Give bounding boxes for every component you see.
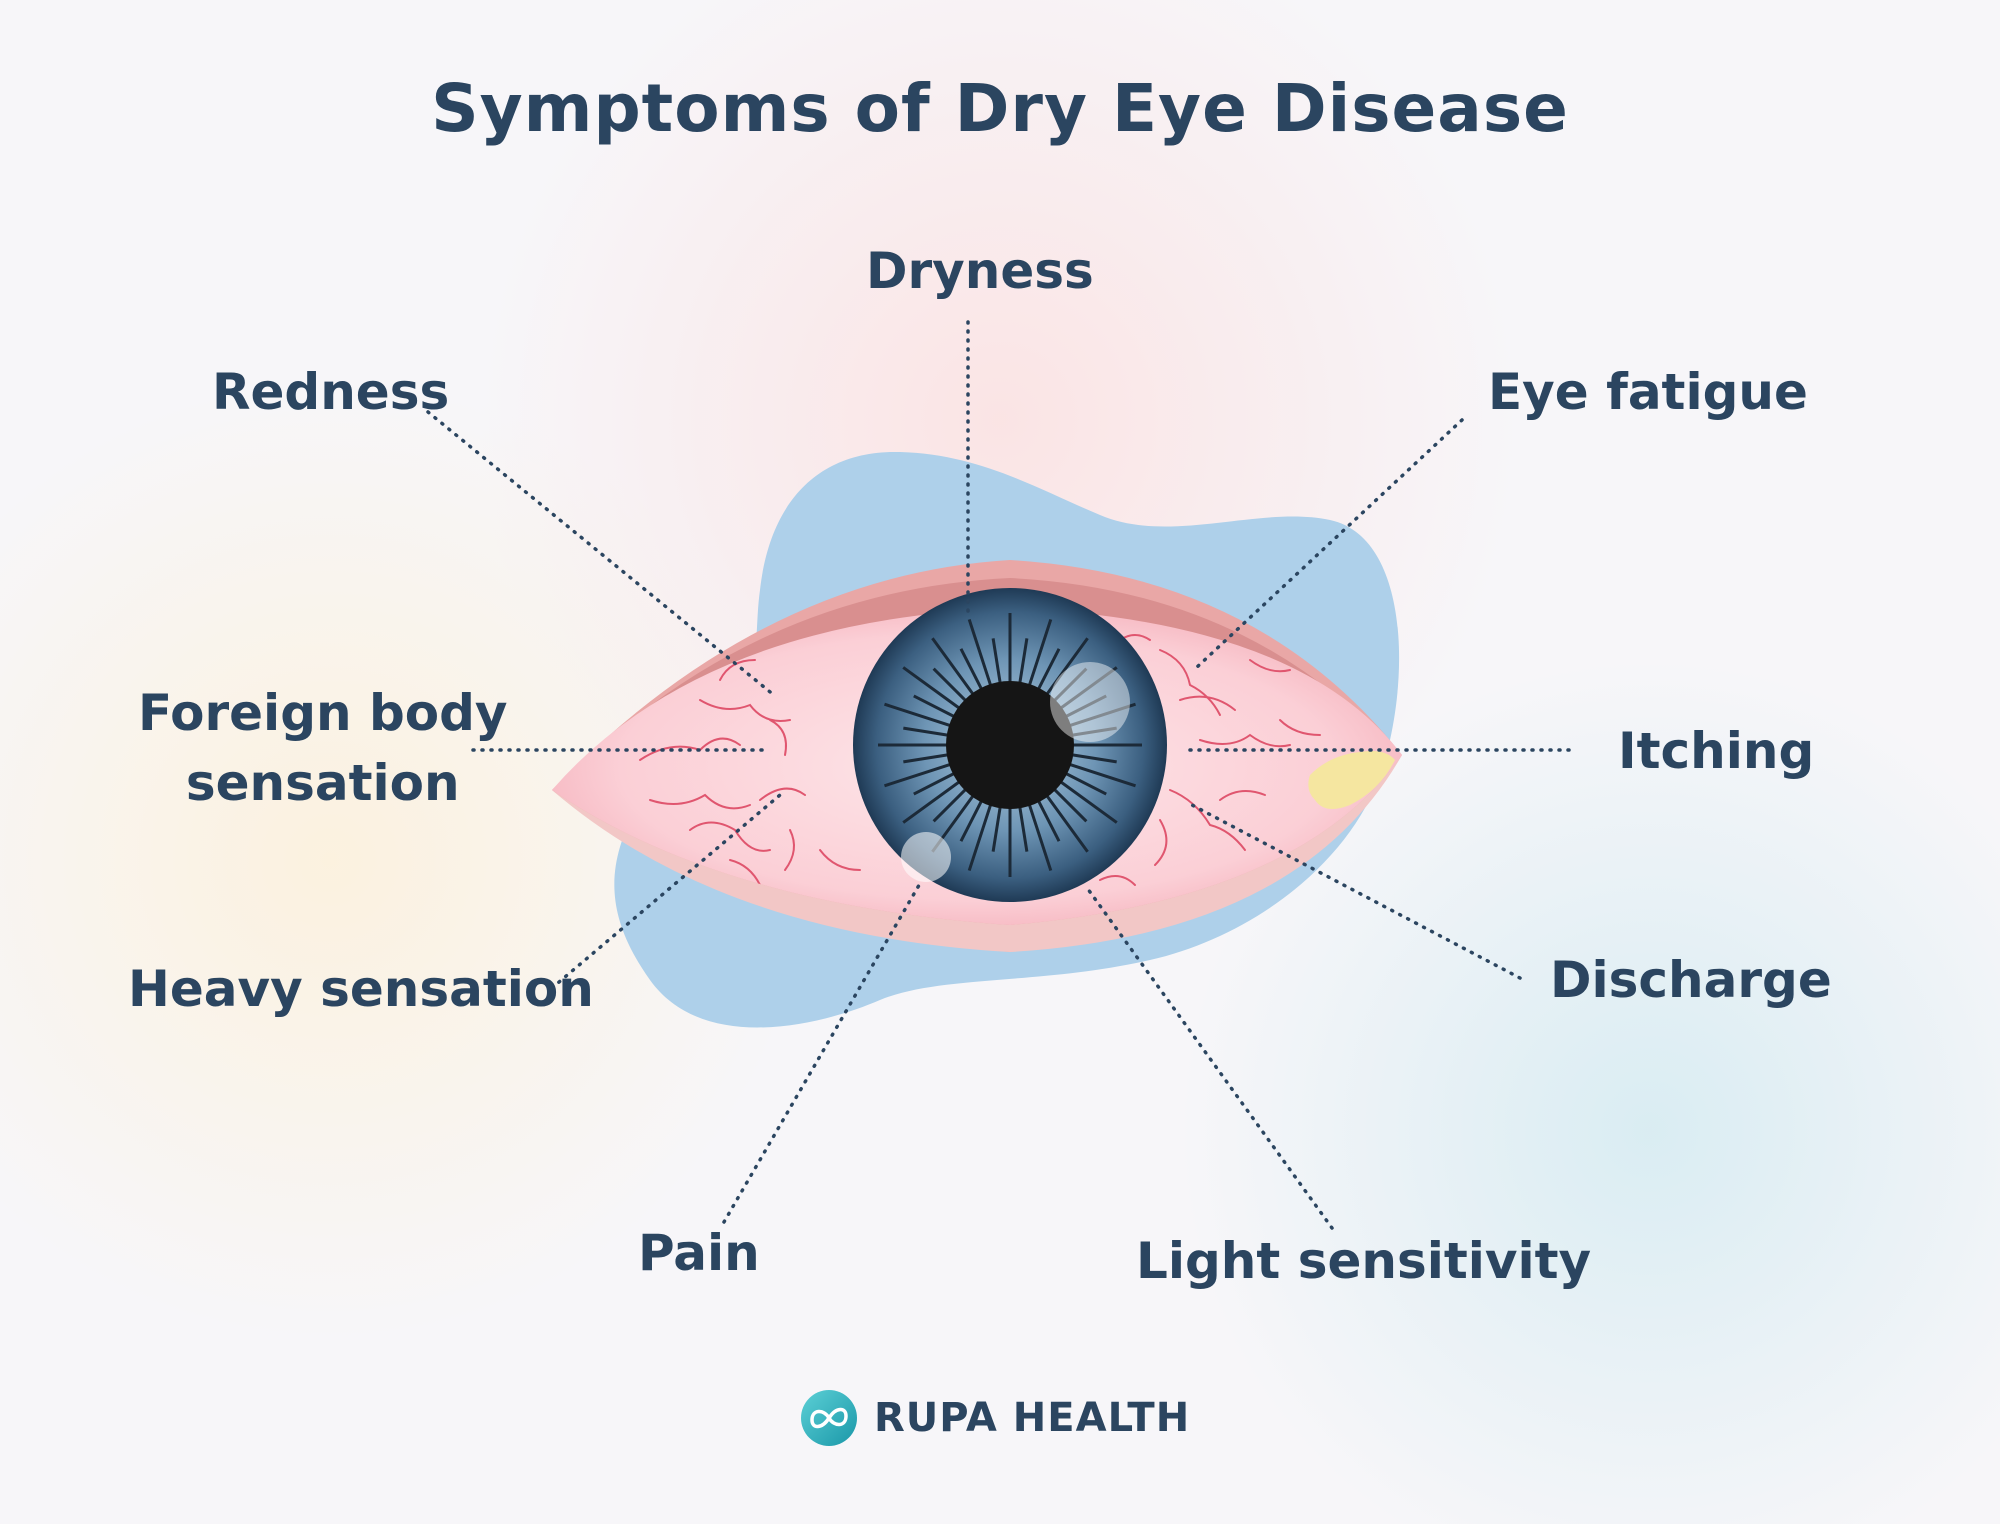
label-foreign-body-line2: sensation — [185, 754, 460, 812]
leader-line-eye-fatigue — [1194, 418, 1464, 670]
iris-spike — [1044, 792, 1089, 853]
iris-spike — [959, 797, 985, 842]
brand-name: RUPA HEALTH — [874, 1395, 1191, 1441]
label-redness: Redness — [212, 363, 450, 421]
blood-vessels — [639, 634, 1321, 886]
iris-spike — [1017, 804, 1029, 852]
lower-eyelid-rim — [552, 755, 1402, 952]
leader-line-redness — [426, 410, 777, 698]
leader-line-pain — [722, 878, 924, 1224]
leader-lines — [426, 320, 1572, 1230]
iris-spike — [1066, 702, 1137, 728]
iris-spike — [913, 694, 958, 720]
iris-spike — [902, 779, 963, 824]
iris-spike — [902, 666, 963, 711]
label-dryness: Dryness — [866, 242, 1094, 300]
iris-spike — [1044, 637, 1089, 698]
iris-spike — [932, 667, 969, 704]
iris-spike — [967, 618, 993, 689]
upper-eyelid-fold — [575, 578, 1395, 770]
leader-line-discharge — [1190, 803, 1522, 980]
iris-spike — [932, 786, 969, 823]
infinity-logo-icon — [801, 1390, 857, 1446]
iris-spike — [967, 801, 993, 872]
iris-spike — [991, 804, 1003, 852]
iris-spike — [883, 702, 954, 728]
iris-spike — [1027, 618, 1053, 689]
iris-spike — [1051, 667, 1088, 704]
label-itching: Itching — [1618, 722, 1815, 780]
iris-spike — [1051, 786, 1088, 823]
iris-spike — [1069, 752, 1117, 764]
iris-spike — [1057, 779, 1118, 824]
iris-spike — [903, 726, 951, 738]
iris-spikes — [878, 613, 1142, 877]
label-discharge: Discharge — [1550, 951, 1832, 1009]
iris-spike — [903, 752, 951, 764]
iris-spike — [991, 638, 1003, 686]
iris-spike — [1069, 726, 1117, 738]
label-light-sensitivity: Light sensitivity — [1136, 1232, 1592, 1290]
discharge-shape — [1308, 751, 1395, 809]
highlight-small — [901, 832, 951, 882]
page-title: Symptoms of Dry Eye Disease — [431, 70, 1569, 147]
iris-spike — [931, 637, 976, 698]
leader-line-light-sensitivity — [1083, 883, 1334, 1230]
label-foreign-body-sensation: Foreign body sensation — [138, 678, 508, 818]
iris-spike — [1027, 801, 1053, 872]
label-eye-fatigue: Eye fatigue — [1488, 363, 1808, 421]
label-foreign-body-line1: Foreign body — [138, 684, 508, 742]
iris-spike — [1062, 694, 1107, 720]
iris-spike — [913, 770, 958, 796]
iris-spike — [1017, 638, 1029, 686]
pupil-shape — [946, 681, 1074, 809]
iris-spike — [1035, 648, 1061, 693]
label-pain: Pain — [638, 1224, 760, 1282]
iris-spike — [1035, 797, 1061, 842]
iris-spike — [883, 762, 954, 788]
iris-spike — [1066, 762, 1137, 788]
highlight-large — [1050, 662, 1130, 742]
iris-spike — [1057, 666, 1118, 711]
brand-footer: RUPA HEALTH — [800, 1388, 1190, 1448]
label-heavy-sensation: Heavy sensation — [128, 960, 594, 1018]
iris-spike — [959, 648, 985, 693]
iris-spike — [1062, 770, 1107, 796]
